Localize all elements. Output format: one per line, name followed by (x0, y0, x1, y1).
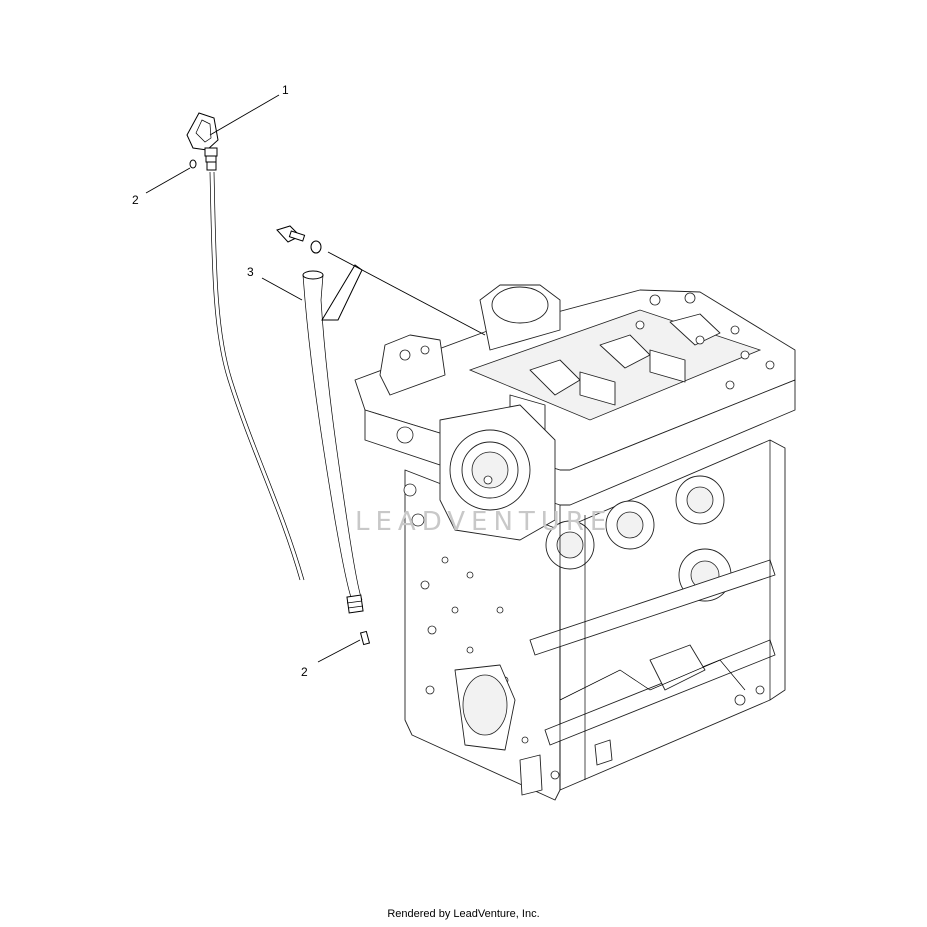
callout-2-lower: 2 (301, 639, 361, 679)
watermark: LEADVENTURE (355, 507, 612, 537)
footer-credit: Rendered by LeadVenture, Inc. (387, 908, 540, 920)
callout-1-leader (209, 94, 280, 136)
dipstick (186, 112, 305, 581)
callout-2-lower-label: 2 (301, 665, 308, 679)
callout-2-lower-leader (317, 639, 361, 663)
engine-block (354, 284, 796, 801)
callout-2-upper: 2 (132, 167, 191, 207)
callout-2-upper-label: 2 (132, 193, 139, 207)
callout-1: 1 (209, 83, 289, 136)
callout-1-label: 1 (282, 83, 289, 97)
oring-upper (189, 159, 197, 169)
bolt-leader (327, 251, 486, 336)
callout-3: 3 (247, 265, 303, 301)
callout-3-leader (261, 277, 303, 301)
dipstick-tube (276, 225, 364, 614)
callout-2-upper-leader (145, 167, 191, 194)
oring-lower (359, 630, 371, 646)
callout-3-label: 3 (247, 265, 254, 279)
